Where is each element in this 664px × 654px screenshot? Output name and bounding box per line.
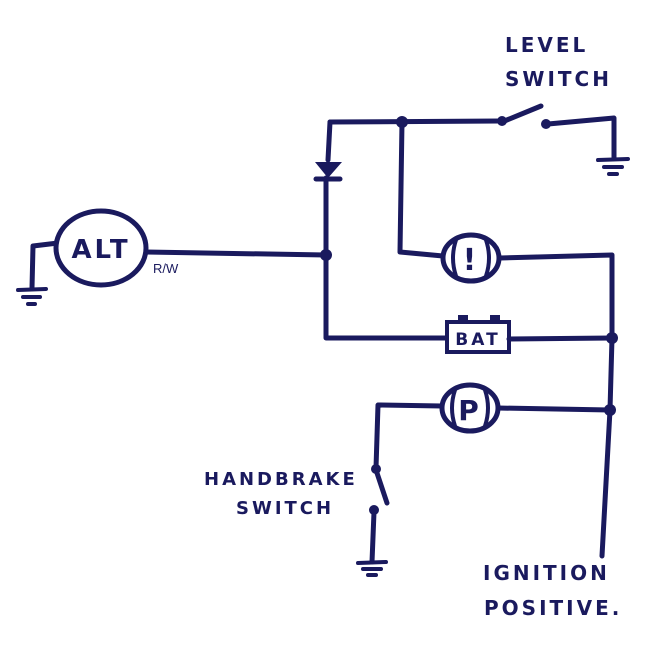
handbrake-switch-contact: [373, 467, 390, 506]
handbrake-label-2: SWITCH: [236, 498, 334, 519]
park-right-wire: [495, 405, 613, 413]
warning-symbol: !: [463, 243, 480, 278]
warning-lamp: !: [440, 232, 502, 284]
level-switch-label-1: LEVEL: [505, 33, 588, 57]
junction-dot: [320, 249, 332, 261]
handbrake-ground: [356, 560, 388, 577]
switch-contact-dot: [371, 464, 381, 474]
diode-icon: [313, 162, 343, 182]
alt-label: ALT: [71, 235, 130, 265]
alternator: ALT: [53, 208, 149, 288]
ignition-label-2: POSITIVE.: [484, 596, 622, 620]
handbrake-label-1: HANDBRAKE: [204, 469, 358, 490]
park-left-wire: [373, 402, 445, 471]
level-ground-wire: [545, 115, 617, 161]
ignition-bus-wire: [599, 335, 615, 559]
bat-label: BAT: [455, 330, 500, 350]
warning-branch-wire: [397, 119, 446, 259]
alternator-ground: [16, 240, 61, 306]
bat-right-wire: [506, 335, 615, 342]
battery-icon: BAT: [445, 315, 511, 354]
alt-output-wire: [143, 249, 329, 258]
junction-dot: [606, 332, 618, 344]
ignition-label-1: IGNITION: [483, 561, 610, 585]
switch-contact-dot: [497, 116, 507, 126]
level-switch-label-2: SWITCH: [505, 67, 612, 91]
switch-contact-dot: [369, 505, 379, 515]
park-symbol: P: [458, 394, 482, 427]
level-switch-contact: [499, 103, 544, 125]
junction-dots: [320, 116, 618, 515]
diode-top-wire: [325, 119, 333, 163]
junction-dot: [604, 404, 616, 416]
park-lamp: P: [439, 382, 501, 434]
switch-contact-dot: [541, 119, 551, 129]
right-wire-upper: [497, 252, 615, 341]
level-switch-ground: [596, 157, 630, 176]
junction-dot: [396, 116, 408, 128]
rw-wire-label: R/W: [153, 261, 179, 276]
top-wire: [327, 118, 503, 125]
main-bus-wire: [323, 175, 450, 341]
handbrake-ground-wire: [369, 509, 377, 565]
